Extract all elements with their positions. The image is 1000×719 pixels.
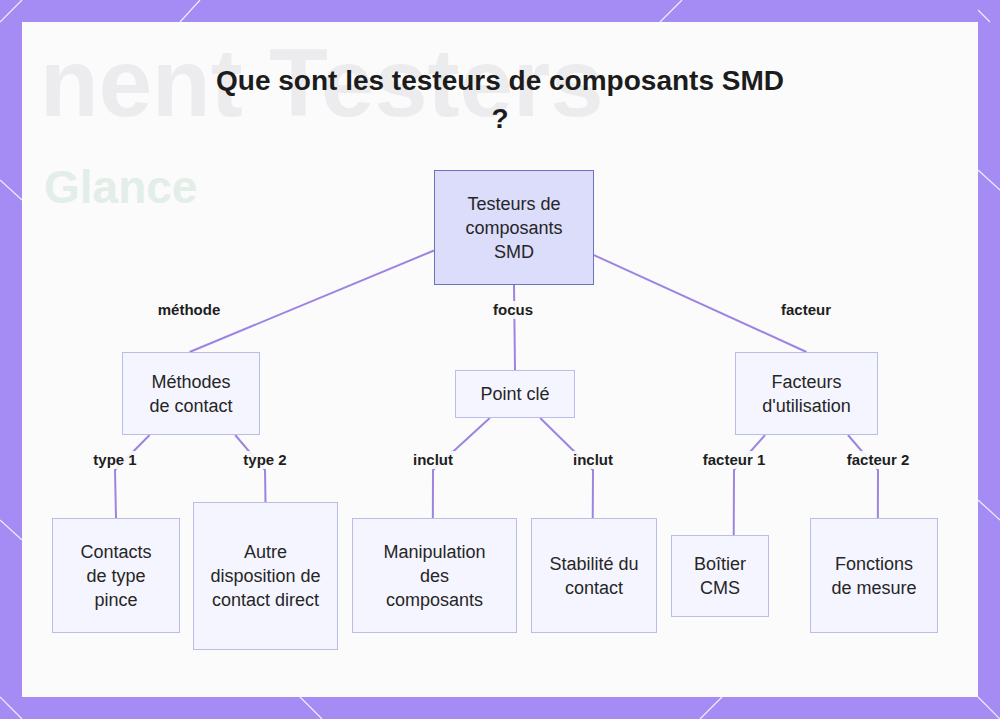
topic-box: Facteurs d'utilisation	[735, 352, 878, 435]
topic-box: Fonctions de mesure	[810, 518, 938, 633]
edge-label: focus	[491, 301, 535, 319]
node-text: Autre disposition de contact direct	[210, 540, 321, 612]
connector-line	[734, 435, 765, 535]
connector-line	[594, 255, 807, 352]
node-text: Méthodes de contact	[143, 370, 239, 418]
node-text: Facteurs d'utilisation	[752, 370, 861, 418]
edge-label: facteur 2	[845, 451, 912, 469]
topic-box: Méthodes de contact	[122, 352, 260, 435]
topic-box: Contacts de type pince	[52, 518, 180, 633]
edge-label: type 2	[241, 451, 288, 469]
node-text: Contacts de type pince	[69, 540, 163, 612]
topic-box: Point clé	[455, 370, 575, 418]
edge-label: type 1	[91, 451, 138, 469]
edge-label: facteur	[779, 301, 833, 319]
watermark-text: Glance	[44, 160, 197, 214]
root-box: Testeurs de composants SMD	[434, 170, 594, 285]
node-text: Boîtier CMS	[680, 552, 760, 600]
node-text: Manipulation des composants	[375, 540, 494, 612]
edge-label: inclut	[411, 451, 455, 469]
diagram-title: Que sont les testeurs de composants SMD …	[210, 62, 790, 138]
edge-label: inclut	[571, 451, 615, 469]
topic-box: Stabilité du contact	[531, 518, 657, 633]
node-text: Fonctions de mesure	[827, 552, 921, 600]
node-text: Stabilité du contact	[548, 552, 640, 600]
connector-line	[190, 251, 434, 353]
edge-label: facteur 1	[701, 451, 768, 469]
connector-line	[514, 285, 515, 370]
connector-line	[115, 435, 150, 518]
topic-box: Boîtier CMS	[671, 535, 769, 617]
topic-box: Autre disposition de contact direct	[193, 502, 338, 650]
node-text: Point clé	[480, 382, 549, 406]
connector-line	[848, 435, 878, 518]
topic-box: Manipulation des composants	[352, 518, 517, 633]
edge-label: méthode	[156, 301, 223, 319]
node-text: Testeurs de composants SMD	[445, 192, 583, 264]
